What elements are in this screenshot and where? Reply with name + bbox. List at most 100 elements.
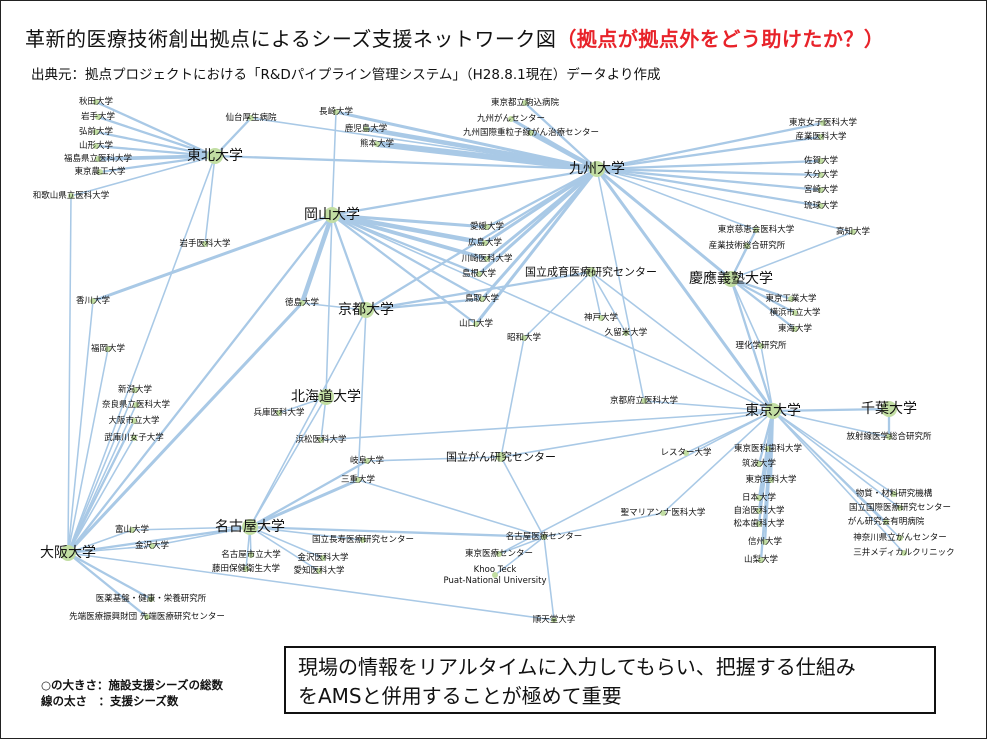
node-label-kyushucc: 九州がんセンター <box>477 113 545 124</box>
edge-tokyo-kanagawacc <box>772 410 901 539</box>
legend: ○の大きさ：施設支援シーズの総数 線の太さ ：支援シーズ数 <box>41 677 223 709</box>
node-label-mitsui: 三井メディカルクリニック <box>853 547 954 558</box>
node-label-mukogawa: 武庫川女子大学 <box>104 432 164 443</box>
edge-kyushu-kochi <box>596 168 854 233</box>
node-dot-fujita <box>243 566 249 572</box>
node-dot-ariake <box>883 519 889 525</box>
edge-ncgm-kobe <box>590 271 602 319</box>
node-dot-wakayama <box>68 193 74 199</box>
node-dot-tuat <box>97 169 103 175</box>
node-label-yamagata: 山形大学 <box>79 140 114 151</box>
node-dot-fbri <box>144 614 150 620</box>
edge-kyushu-miyazaki <box>595 167 823 192</box>
node-label-kawasaki: 川崎医科大学 <box>461 253 513 264</box>
edge-nagoya-nagoyamc <box>248 525 546 539</box>
node-dot-hokkaido <box>318 389 334 405</box>
edge-layer <box>66 100 905 621</box>
edge-okayama-nagasaki <box>331 111 337 216</box>
node-dot-shimane <box>476 271 482 277</box>
node-label-kagawa: 香川大学 <box>76 295 111 306</box>
edge-ncgm-tokyo <box>590 271 774 412</box>
node-label-kanazawaika: 金沢医科大学 <box>297 552 349 563</box>
edge-tokyo-kpum <box>643 400 774 412</box>
edge-ncgm-kurume <box>590 271 627 334</box>
edge-okayama-hiroshima <box>329 212 488 246</box>
node-label-jikei: 東京慈恵会医科大学 <box>718 224 795 235</box>
edge-kyoto-tokushima <box>301 302 367 311</box>
node-dot-leicester <box>683 450 689 456</box>
edge-osaka-niigata <box>67 389 136 554</box>
node-dot-ncgg <box>360 537 366 543</box>
edge-nagoya-toyama <box>131 526 251 531</box>
node-label-jichi: 自治医科大学 <box>733 505 785 516</box>
node-label-yamanashi: 山梨大学 <box>744 554 779 565</box>
edge-kyoto-mie <box>357 309 367 481</box>
edge-osaka-kagawa <box>67 300 94 554</box>
edge-tohoku-akita <box>94 100 217 158</box>
edge-kyoto-tottori <box>364 297 484 312</box>
node-label-iwateika: 岩手医科大学 <box>179 238 231 249</box>
edge-osaka-fbri <box>66 551 149 619</box>
node-dot-kyoto <box>358 302 374 318</box>
edge-tokyo-hamamatsu <box>320 410 774 441</box>
node-dot-nagasaki <box>333 109 339 115</box>
node-label-kyushu: 九州大学 <box>569 161 625 177</box>
node-dot-tohoku <box>207 148 223 164</box>
node-dot-nagoyamc <box>541 534 547 540</box>
edge-kyushu-yamaguchi <box>474 167 599 326</box>
node-label-kumamoto: 熊本大学 <box>360 138 395 149</box>
edge-kyushu-tokyo <box>595 167 775 413</box>
node-label-fukuoka: 福岡大学 <box>91 343 126 354</box>
node-label-nagoyamc: 名古屋医療センター <box>506 531 583 542</box>
node-label-hokkaido: 北海道大学 <box>291 389 361 405</box>
edge-kyushu-ehime <box>485 167 599 229</box>
edge-osaka-tohoku <box>67 155 216 554</box>
node-label-chiba: 千葉大学 <box>861 401 917 417</box>
node-label-showa: 昭和大学 <box>507 332 542 343</box>
edge-okayama-tokushima <box>299 212 335 306</box>
edge-nagoya-osaka <box>66 525 252 555</box>
edge-nagoya-mie <box>248 478 360 529</box>
node-dot-oita <box>818 172 824 178</box>
node-dot-marianna <box>660 510 666 516</box>
node-dot-mie <box>355 477 361 483</box>
node-label-mie: 三重大学 <box>341 474 376 485</box>
edge-tohoku-sendai <box>213 116 253 158</box>
edge-nagoyamc-ktp <box>494 536 545 576</box>
edge-tohoku-yamagata <box>94 144 217 158</box>
edge-kyushu-kyoto <box>364 167 599 312</box>
node-dot-fukushima <box>95 156 101 162</box>
edge-osaka-fukuoka <box>67 348 109 554</box>
node-label-ehime: 愛媛大学 <box>470 221 505 232</box>
node-label-keio: 慶應義塾大学 <box>689 270 773 287</box>
edge-nagoya-ncgg <box>249 526 364 541</box>
edge-osaka-tokushima <box>66 301 304 555</box>
edge-tokyo-nims <box>772 410 895 495</box>
node-dot-yamagata <box>93 143 99 149</box>
node-label-marianna: 聖マリアンナ医科大学 <box>621 507 706 518</box>
node-dot-naraika <box>133 402 139 408</box>
node-dot-tokai <box>792 326 798 332</box>
node-dot-hamamatsu <box>318 437 324 443</box>
edge-tokyo-tmc <box>498 410 774 555</box>
edge-kyushu-twmu <box>595 121 825 171</box>
edge-tohoku-fukushima <box>96 154 217 161</box>
node-dot-tsukuba <box>756 461 762 467</box>
node-label-oita: 大分大学 <box>804 169 839 180</box>
node-dot-toyama <box>129 527 135 533</box>
edge-okayama-shimane <box>330 213 481 276</box>
edge-ncc-tokyo <box>500 410 774 458</box>
node-dot-mukogawa <box>131 435 137 441</box>
edge-okayama-yamaguchi <box>330 213 478 326</box>
node-label-iwate: 岩手大学 <box>81 111 116 122</box>
node-dot-nims <box>891 491 897 497</box>
node-label-twmu: 東京女子医科大学 <box>789 117 858 128</box>
node-dot-sendai <box>248 115 254 121</box>
key-message-line-2: をAMSと併用することが極めて重要 <box>298 684 622 708</box>
edge-kyushu-ryukyu <box>595 167 823 208</box>
node-label-ryukyu: 琉球大学 <box>804 200 839 211</box>
edge-tokyo-marianna <box>662 410 774 514</box>
edge-tokyo-riken <box>760 345 774 412</box>
node-dot-kurume <box>623 330 629 336</box>
node-label-osaka: 大阪大学 <box>40 545 96 561</box>
